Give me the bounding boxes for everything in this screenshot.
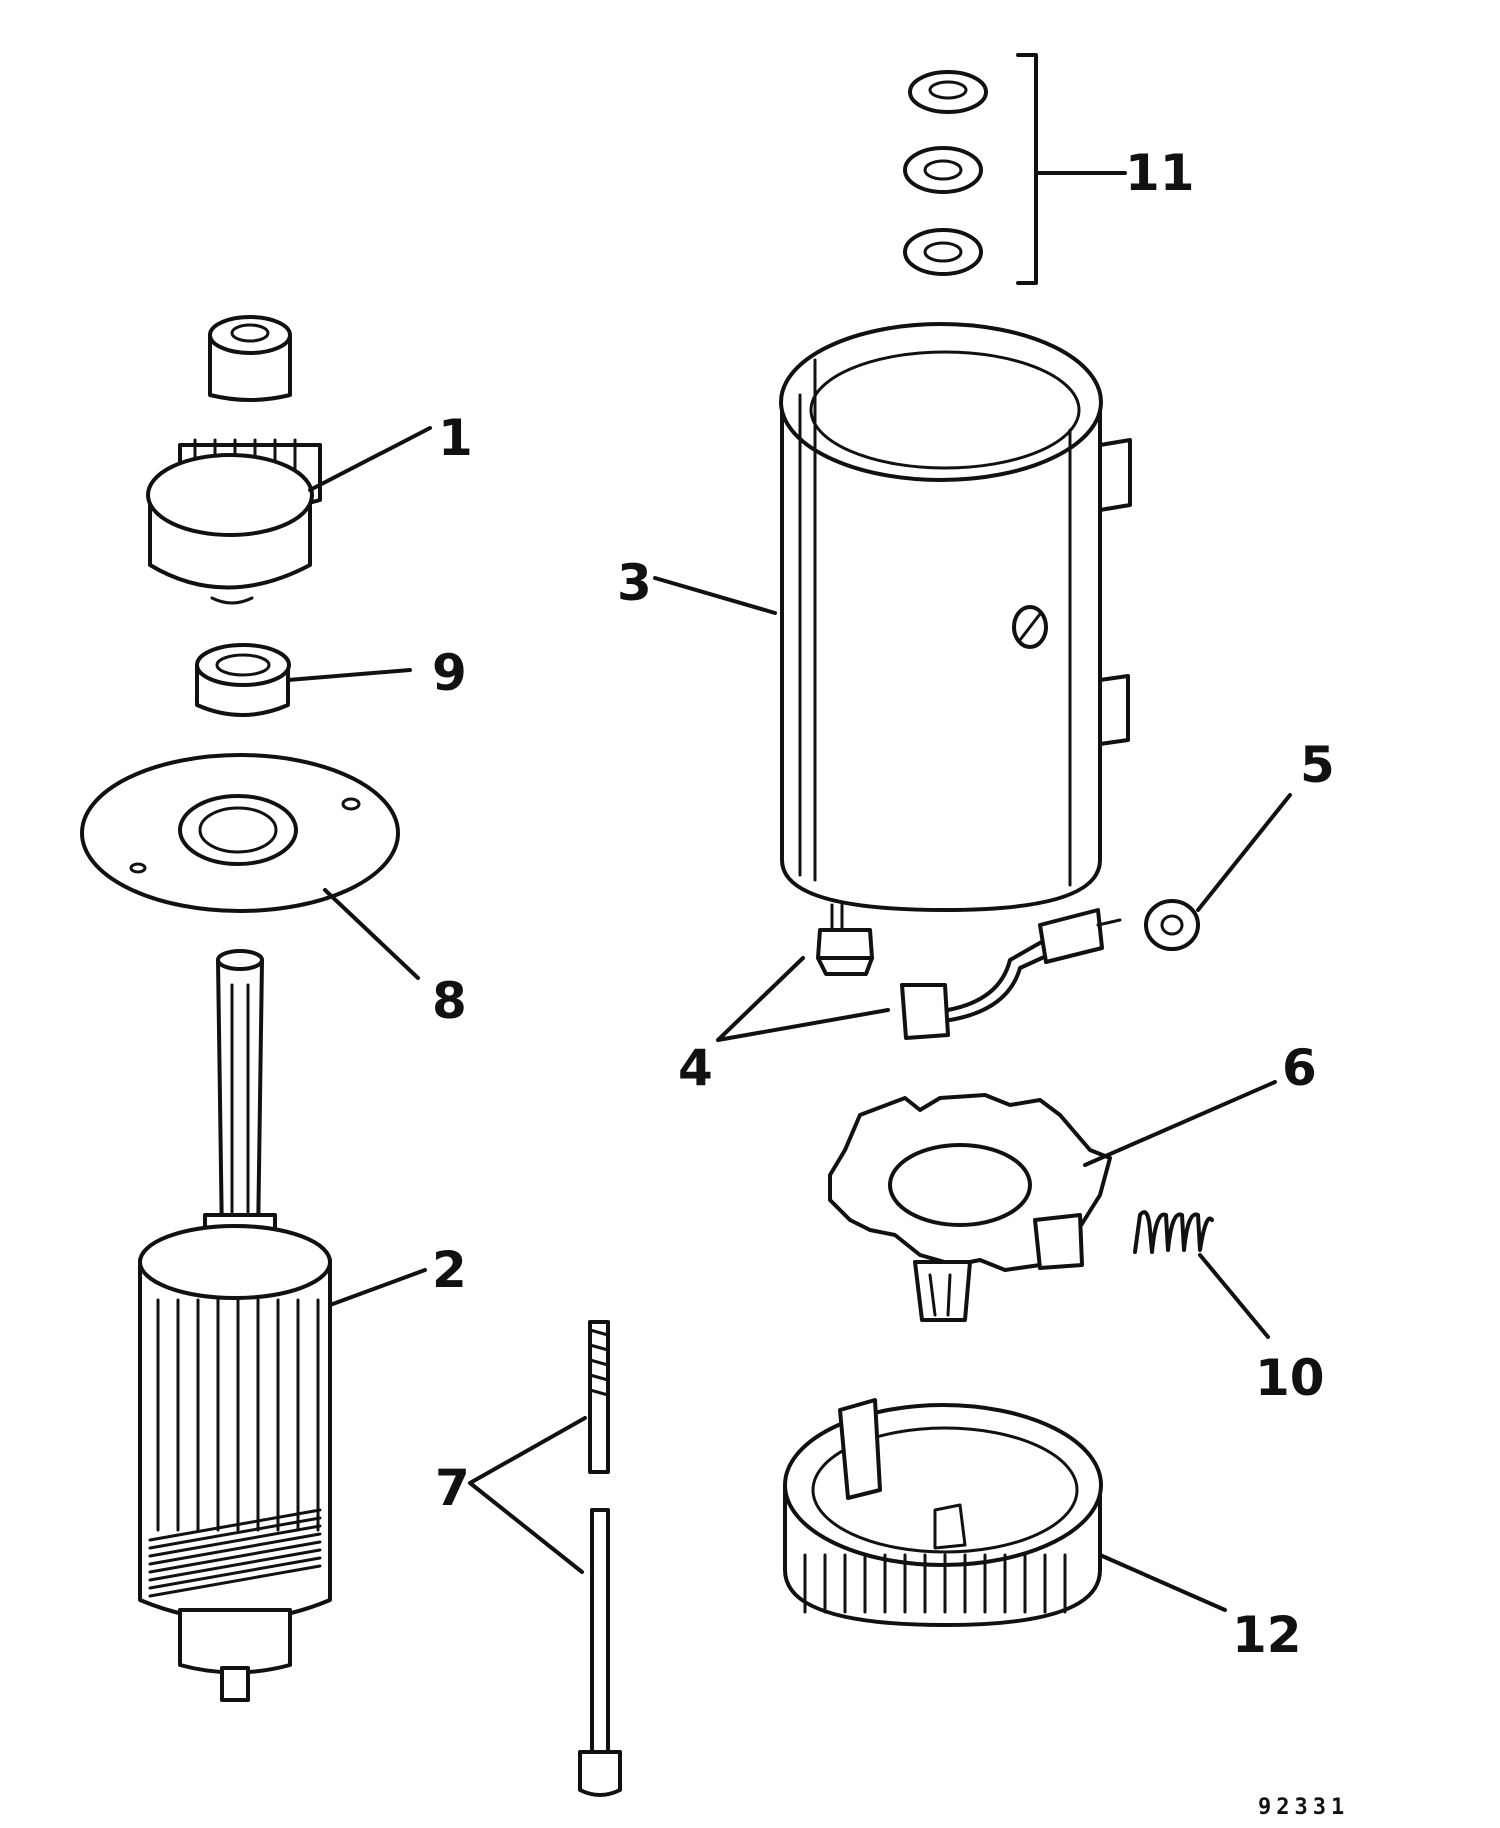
callout-6: 6 xyxy=(1282,1039,1317,1097)
callout-7: 7 xyxy=(435,1459,470,1517)
part-11-washers xyxy=(903,53,1038,285)
armature-winding xyxy=(148,1532,322,1566)
part-8-thrust-plate xyxy=(80,753,400,913)
part-1-drive-pinion xyxy=(146,315,322,605)
armature-winding xyxy=(148,1516,322,1550)
part-3-field-frame xyxy=(779,322,1132,932)
callout-1: 1 xyxy=(438,409,473,467)
part-2-armature xyxy=(138,949,332,1702)
callout-2: 2 xyxy=(432,1241,467,1299)
part-6-brush-plate xyxy=(828,1093,1112,1322)
armature-winding xyxy=(148,1524,322,1558)
callout-10: 10 xyxy=(1255,1349,1325,1407)
armature-winding xyxy=(148,1540,322,1574)
callout-12: 12 xyxy=(1232,1606,1302,1664)
armature-winding xyxy=(148,1508,322,1542)
callouts: 1 2 3 4 5 6 7 8 9 10 11 12 xyxy=(432,144,1335,1664)
armature-winding xyxy=(148,1564,322,1598)
part-10-spring xyxy=(1133,1210,1214,1254)
callout-5: 5 xyxy=(1300,736,1335,794)
callout-8: 8 xyxy=(432,972,467,1030)
part-9-bushing xyxy=(195,643,291,717)
part-12-end-cap xyxy=(783,1398,1103,1627)
callout-3: 3 xyxy=(617,554,652,612)
part-7-through-bolts xyxy=(578,1320,622,1797)
leader-lines xyxy=(286,171,1292,1612)
callout-4: 4 xyxy=(678,1039,713,1097)
callout-11: 11 xyxy=(1125,144,1195,202)
armature-winding xyxy=(148,1556,322,1590)
part-5-nut xyxy=(1144,899,1200,951)
callout-9: 9 xyxy=(432,644,467,702)
part-4-brushes xyxy=(816,908,1122,1040)
figure-number: 92331 xyxy=(1258,1795,1349,1820)
armature-winding xyxy=(148,1548,322,1582)
